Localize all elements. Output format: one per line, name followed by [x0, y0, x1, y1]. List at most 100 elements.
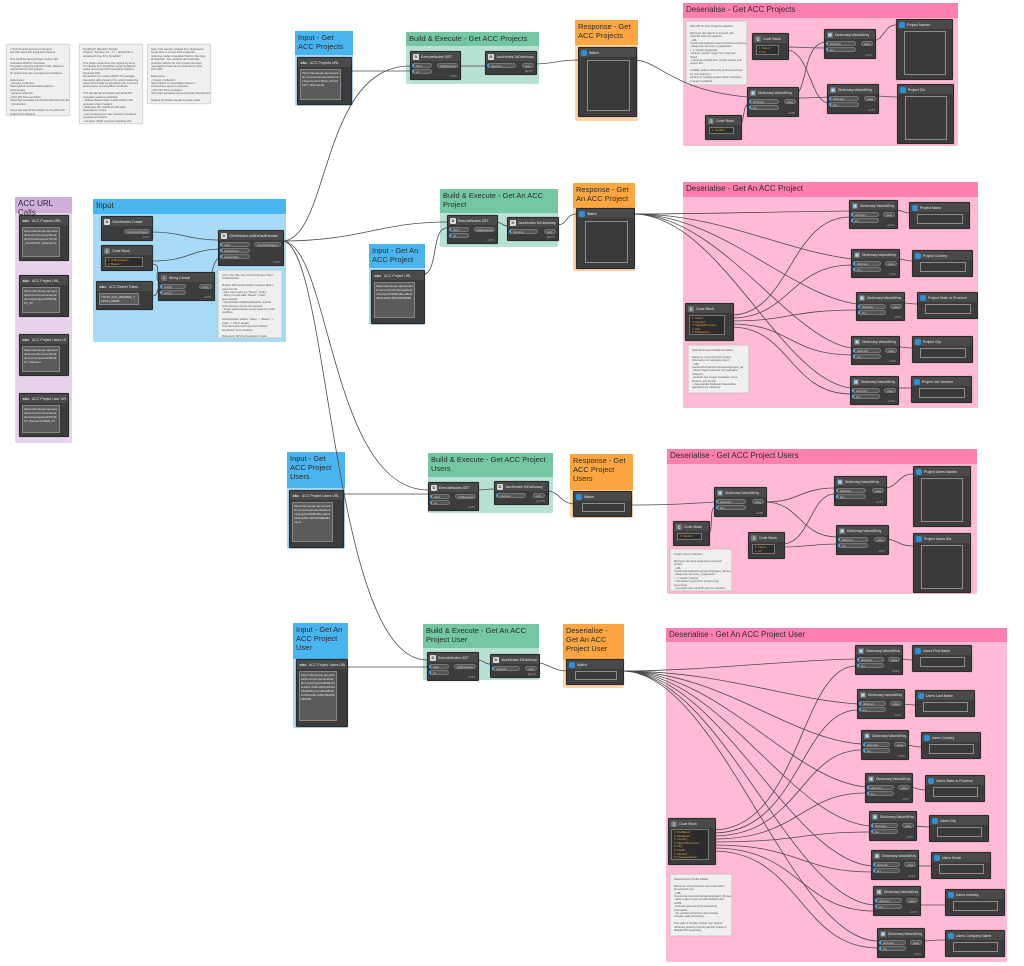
- project-users-ids-watch-node[interactable]: Project Users IDs: [913, 533, 971, 593]
- project-users-note[interactable]: Project Users Collection Retrieves all u…: [670, 549, 732, 591]
- url-text-field[interactable]: https://developer.api.autodesk.com/const…: [374, 282, 415, 318]
- project-names-watch-node[interactable]: Project Names: [896, 19, 953, 80]
- user-state-watch-node[interactable]: Users State or Province: [925, 775, 985, 802]
- user-country-watch-node[interactable]: Users Country: [921, 732, 981, 759]
- string-concat-node[interactable]: =String.Concat string0 string1 string AU…: [158, 272, 215, 301]
- dictionary-value-at-key-user-city[interactable]: ▦Dictionary.ValueAtKey dictionary key va…: [869, 811, 917, 841]
- project-keys-code-block[interactable]: {}Code Block 1 "name"; 2 "country"; 3 "s…: [685, 303, 734, 341]
- node-port[interactable]: key: [879, 946, 906, 951]
- node-port[interactable]: httpResponse: [437, 63, 458, 68]
- node-port[interactable]: key: [853, 354, 881, 359]
- node-port[interactable]: httpClientWrapper: [254, 242, 281, 247]
- node-port[interactable]: value: [883, 212, 895, 217]
- intro-note[interactable]: // ACC Projects and Users Dynamo ... acc…: [6, 44, 70, 116]
- node-port[interactable]: key: [875, 904, 902, 909]
- watch-output-area[interactable]: [920, 657, 965, 667]
- node-port[interactable]: key: [836, 494, 866, 499]
- node-port[interactable]: dictionary: [838, 537, 868, 542]
- node-port[interactable]: dictionary: [836, 488, 866, 493]
- url-text-field[interactable]: https://developer.api.autodesk.com/const…: [22, 227, 60, 257]
- migration-note[interactable]: DynaFetch Migration Sample Original: "Dy…: [79, 44, 143, 124]
- node-port[interactable]: dictionary: [716, 499, 746, 504]
- dictionary-value-at-key-results-node[interactable]: ▦Dictionary.ValueAtKey dictionary key va…: [747, 87, 799, 117]
- watch-output-area[interactable]: [920, 348, 966, 358]
- auth-note[interactable]: ACC (The URL test not ACC) Bearer Token …: [218, 270, 282, 338]
- users-results-code-block[interactable]: {}Code Block 1 "results";: [673, 521, 710, 546]
- node-port[interactable]: value: [861, 41, 873, 46]
- url-text-field[interactable]: https://developer.api.autodesk.com/const…: [292, 502, 333, 542]
- dictionary-value-at-key-name-node[interactable]: ▦Dictionary.ValueAtKey dictionary key va…: [824, 29, 876, 59]
- code-editor[interactable]: 1 "name"; 2 "id";: [756, 45, 779, 55]
- node-port[interactable]: value: [872, 488, 884, 493]
- project-state-watch-node[interactable]: Project State or Province: [917, 292, 978, 319]
- project-city-watch-node[interactable]: Project City: [912, 336, 973, 363]
- dictionary-value-at-key-user-company[interactable]: ▦Dictionary.ValueAtKey dictionary key va…: [877, 928, 925, 958]
- node-port[interactable]: dictionary: [851, 212, 879, 217]
- code-editor[interactable]: 1 "results";: [677, 533, 702, 540]
- watch-output-area[interactable]: [925, 304, 971, 314]
- node-port[interactable]: key: [863, 748, 890, 753]
- code-editor[interactable]: 1 "results";: [709, 127, 734, 134]
- dictionary-value-at-key-user-state[interactable]: ▦Dictionary.ValueAtKey dictionary key va…: [865, 773, 913, 803]
- node-port[interactable]: value: [906, 898, 918, 903]
- watch-output-area[interactable]: [575, 671, 617, 680]
- project-job-number-watch-node[interactable]: Project Job Number: [911, 376, 972, 403]
- projects-results-code-block[interactable]: {}Code Block 1 "results";: [705, 115, 742, 140]
- node-port[interactable]: value: [890, 304, 902, 309]
- dictionary-value-at-key-project-country[interactable]: ▦Dictionary.ValueAtKey dictionary key va…: [851, 249, 900, 278]
- node-port[interactable]: client: [429, 664, 449, 669]
- response-project-watch-node[interactable]: Watch: [576, 208, 635, 269]
- project-details-note[interactable]: Selected Project Details Extraction Retr…: [688, 345, 749, 393]
- dictionary-value-at-key-user-first-name[interactable]: ▦Dictionary.ValueAtKey dictionary key va…: [855, 645, 903, 675]
- project-country-watch-node[interactable]: Project Country: [912, 250, 973, 277]
- node-port[interactable]: dictionary: [867, 785, 894, 790]
- node-port[interactable]: value: [864, 96, 876, 101]
- dictionary-value-at-key-user-industry[interactable]: ▦Dictionary.ValueAtKey dictionary key va…: [873, 886, 921, 916]
- node-port[interactable]: key: [851, 218, 879, 223]
- response-users-watch-node[interactable]: Watch: [573, 491, 632, 517]
- node-port[interactable]: key: [871, 829, 898, 834]
- url-text-field[interactable]: https://developer.api.autodesk.com/const…: [299, 671, 337, 721]
- node-port[interactable]: key: [749, 105, 779, 110]
- node-port[interactable]: key: [867, 791, 894, 796]
- node-port[interactable]: string0: [160, 284, 186, 289]
- projects-note[interactable]: APS API for ACC Projects Collection Retr…: [686, 21, 747, 85]
- node-port[interactable]: httpClientWrapper: [124, 229, 150, 234]
- node-port[interactable]: url: [430, 500, 450, 505]
- node-port[interactable]: value: [910, 940, 922, 945]
- node-port[interactable]: var[]..[]: [522, 63, 534, 73]
- node-port[interactable]: dictionary: [873, 862, 900, 867]
- watch-output-area[interactable]: [921, 478, 963, 522]
- url-text-field[interactable]: https://developer.api.autodesk.com/const…: [22, 346, 60, 372]
- dictionary-value-at-key-project-state[interactable]: ▦Dictionary.ValueAtKey dictionary key va…: [856, 292, 905, 321]
- node-port[interactable]: key: [858, 310, 886, 315]
- node-port[interactable]: value: [904, 862, 916, 867]
- node-port[interactable]: key: [853, 267, 881, 272]
- code-editor[interactable]: 1 "name"; 2 "country"; 3 "stateOrProvinc…: [689, 315, 725, 335]
- watch-output-area[interactable]: [937, 827, 982, 837]
- dictionary-value-at-key-users-results[interactable]: ▦Dictionary.ValueAtKey dictionary key va…: [714, 487, 767, 517]
- watch-output-area[interactable]: [923, 702, 968, 712]
- group-deserialise-watch-get-an-acc-project-user[interactable]: Deserialise - Get An ACC Project User: [563, 624, 624, 688]
- node-port[interactable]: dictionary: [859, 701, 886, 706]
- watch-output-area[interactable]: [585, 221, 628, 263]
- node-port[interactable]: key: [829, 102, 859, 107]
- node-port[interactable]: dictionary: [829, 96, 859, 101]
- node-port[interactable]: key: [852, 394, 880, 399]
- node-port[interactable]: url: [449, 233, 469, 238]
- dictionary-value-at-key-project-city[interactable]: ▦Dictionary.ValueAtKey dictionary key va…: [851, 336, 900, 365]
- project-ids-watch-node[interactable]: Project IDs: [897, 84, 954, 144]
- node-port[interactable]: dictionary: [879, 940, 906, 945]
- node-port[interactable]: dictionary: [853, 348, 881, 353]
- watch-output-area[interactable]: [953, 942, 998, 952]
- update-note[interactable]: Note: This sample updated from deprecate…: [147, 44, 211, 104]
